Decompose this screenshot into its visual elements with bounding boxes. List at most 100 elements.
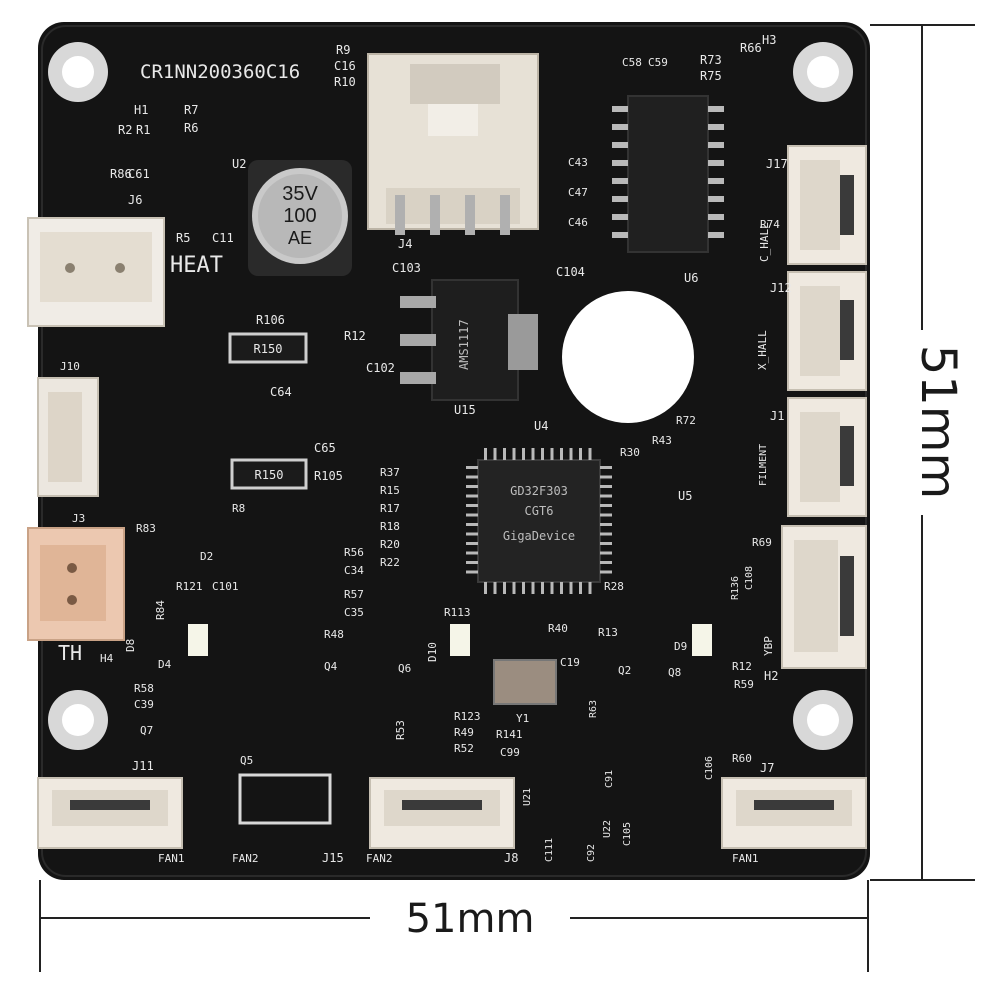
connector-j4 (367, 53, 539, 235)
heat-label: HEAT (170, 253, 223, 278)
label-fan1-right: FAN1 (732, 852, 759, 865)
label-r22: R22 (380, 556, 400, 569)
label-r141: R141 (496, 728, 523, 741)
chip-pin (579, 448, 582, 460)
label-j7: J7 (760, 761, 774, 775)
label-c58: C58 (622, 56, 642, 69)
label-j4: J4 (398, 237, 412, 251)
label-r106: R106 (256, 313, 285, 327)
dimension-lines (39, 24, 975, 972)
chip-pin (600, 542, 612, 545)
chip-pin (466, 513, 478, 517)
label-r17: R17 (380, 502, 400, 515)
capacitor-text-1: 35V (282, 183, 318, 205)
label-r123: R123 (454, 710, 481, 723)
label-j10: J10 (60, 360, 80, 373)
chip-pin (466, 485, 478, 488)
capacitor-text-2: 100 (283, 205, 316, 227)
height-dimension-label: 51mm (910, 345, 966, 500)
chip-pin (600, 532, 612, 536)
chip-pin (522, 582, 525, 594)
chip-pin (600, 485, 612, 488)
label-r56: R56 (344, 546, 364, 559)
chip-pin (708, 196, 724, 202)
chip-pin (612, 214, 628, 220)
label-c11: C11 (212, 231, 234, 245)
label-h3: H3 (762, 33, 776, 47)
chip-pin (484, 582, 487, 594)
label-c108: C108 (744, 566, 755, 590)
crystal-y1 (493, 659, 557, 705)
label-r12b: R12 (732, 660, 752, 673)
label-c47: C47 (568, 186, 588, 199)
chip-pin (579, 582, 582, 594)
label-r6: R6 (184, 121, 198, 135)
chip-pin (708, 124, 724, 130)
label-r13: R13 (598, 626, 618, 639)
r150-a-text: R150 (254, 342, 283, 356)
chip-pin (531, 448, 535, 460)
label-r60: R60 (732, 752, 752, 765)
label-q2: Q2 (618, 664, 631, 677)
chip-pin (466, 475, 478, 479)
chip-u4-text-3: GigaDevice (503, 529, 575, 543)
label-q4: Q4 (324, 660, 338, 673)
label-u6: U6 (684, 271, 698, 285)
connector-ybp (781, 525, 867, 669)
chip-pin (541, 582, 544, 594)
mounting-hole-top-right (793, 42, 853, 102)
label-r72: R72 (676, 414, 696, 427)
label-r40: R40 (548, 622, 568, 635)
mounting-hole-bottom-left (48, 690, 108, 750)
label-c101: C101 (212, 580, 239, 593)
label-u2: U2 (232, 157, 246, 171)
label-r10: R10 (334, 75, 356, 89)
label-r86: R86 (110, 167, 132, 181)
connector-heat (27, 217, 165, 327)
chip-pin (503, 448, 506, 460)
chip-pin (466, 542, 478, 545)
label-r74: R74 (760, 218, 780, 231)
label-c61: C61 (128, 167, 150, 181)
chip-pin (466, 523, 478, 526)
chip-pin (531, 582, 535, 594)
label-r30: R30 (620, 446, 640, 459)
label-h1: H1 (134, 103, 148, 117)
chip-pin (493, 448, 497, 460)
connector-th (27, 527, 125, 641)
label-fan2-center: FAN2 (366, 852, 393, 865)
label-c19: C19 (560, 656, 580, 669)
label-c43: C43 (568, 156, 588, 169)
label-ybp: YBP (762, 636, 775, 656)
led-d10 (450, 624, 470, 656)
connector-fan2-center (369, 777, 515, 849)
label-r136: R136 (730, 576, 741, 600)
silkscreen-labels: CR1NN200360C16 HEAT TH 35V 100 AE GD32F3… (58, 33, 792, 865)
label-r9: R9 (336, 43, 350, 57)
chip-u6 (627, 95, 709, 253)
label-c39: C39 (134, 698, 154, 711)
label-r8: R8 (232, 502, 245, 515)
chip-pin (600, 551, 612, 555)
label-d4: D4 (158, 658, 172, 671)
board-part-number: CR1NN200360C16 (140, 61, 300, 83)
chip-pin (550, 448, 554, 460)
chip-pin (560, 582, 563, 594)
connector-j12 (787, 271, 867, 391)
label-r84: R84 (154, 600, 167, 620)
width-dimension-label: 51mm (406, 896, 535, 942)
connector-fan2-mid-outline (238, 773, 332, 825)
label-j15: J15 (322, 851, 344, 865)
label-c105: C105 (622, 822, 633, 846)
chip-pin (466, 570, 478, 574)
resistor-r150-a (228, 332, 308, 364)
label-r18: R18 (380, 520, 400, 533)
th-label: TH (58, 641, 82, 665)
label-c102: C102 (366, 361, 395, 375)
label-c104: C104 (556, 265, 585, 279)
chip-pin (512, 582, 516, 594)
label-r73: R73 (700, 53, 722, 67)
label-r53: R53 (394, 720, 407, 740)
label-c92: C92 (586, 844, 597, 862)
label-c99: C99 (500, 746, 520, 759)
